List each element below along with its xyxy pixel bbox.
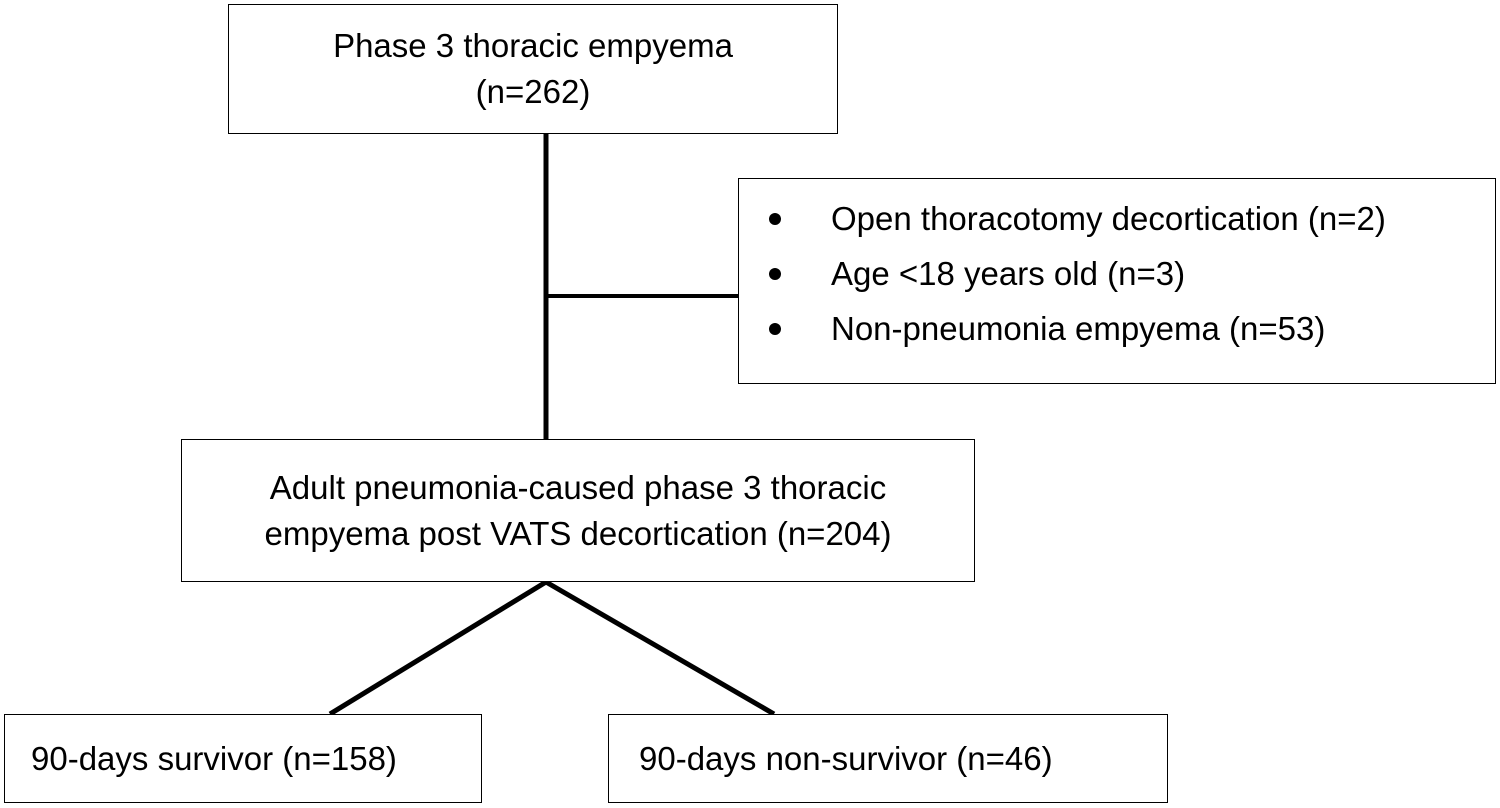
split-connector-right: [544, 579, 776, 717]
bullet-icon: [769, 267, 781, 280]
exclusion-item-label: Non-pneumonia empyema (n=53): [831, 309, 1326, 347]
split-connector-left: [328, 579, 548, 717]
exclusion-item-label: Open thoracotomy decortication (n=2): [831, 199, 1386, 237]
initial-population-title: Phase 3 thoracic empyema: [333, 27, 733, 64]
exclusion-item: Open thoracotomy decortication (n=2): [761, 191, 1495, 246]
exclusion-list: Open thoracotomy decortication (n=2) Age…: [761, 191, 1495, 356]
initial-population-box: Phase 3 thoracic empyema (n=262): [228, 4, 838, 134]
study-cohort-box: Adult pneumonia-caused phase 3 thoracic …: [181, 439, 975, 582]
survivor-outcome-label: 90-days survivor (n=158): [31, 739, 397, 777]
exclusion-item: Non-pneumonia empyema (n=53): [761, 301, 1495, 356]
non-survivor-outcome-label: 90-days non-survivor (n=46): [639, 739, 1053, 777]
study-cohort-line-1: Adult pneumonia-caused phase 3 thoracic: [269, 468, 887, 506]
exclusion-item-label: Age <18 years old (n=3): [831, 254, 1186, 292]
bullet-icon: [769, 212, 781, 225]
study-cohort-line-2: empyema post VATS decortication (n=204): [264, 514, 892, 552]
initial-population-count: (n=262): [475, 73, 591, 110]
non-survivor-outcome-box: 90-days non-survivor (n=46): [608, 714, 1168, 803]
survivor-outcome-box: 90-days survivor (n=158): [4, 714, 482, 803]
exclusion-item: Age <18 years old (n=3): [761, 246, 1495, 301]
exclusion-criteria-box: Open thoracotomy decortication (n=2) Age…: [738, 178, 1496, 384]
bullet-icon: [769, 322, 781, 335]
